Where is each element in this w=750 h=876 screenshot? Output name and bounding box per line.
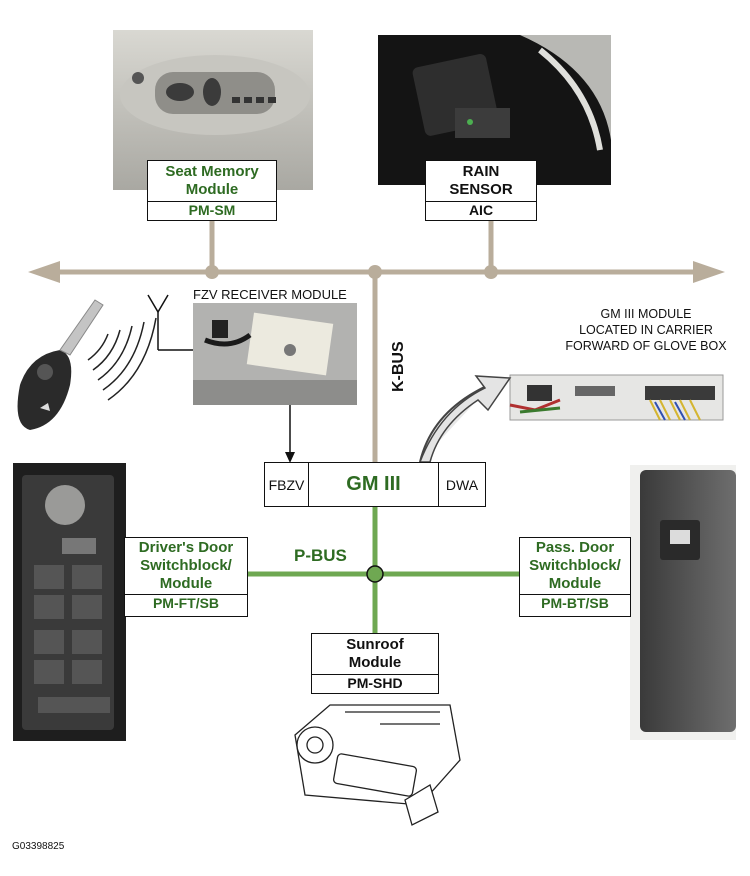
gm3-location-line2: LOCATED IN CARRIER xyxy=(579,323,713,337)
rain-sensor-code: AIC xyxy=(468,202,494,218)
seat-memory-code: PM-SM xyxy=(188,202,236,218)
drivers-door-code: PM-FT/SB xyxy=(152,595,220,611)
curved-arrow-icon xyxy=(418,375,512,463)
drivers-door-line1: Driver's Door xyxy=(138,539,234,556)
key-fob-icon xyxy=(17,299,104,430)
gm3-fbzv: FBZV xyxy=(265,463,309,506)
pass-door-code: PM-BT/SB xyxy=(541,595,609,611)
pbus-lines xyxy=(248,505,520,636)
seat-memory-line2: Module xyxy=(185,181,239,198)
fzv-receiver-label: FZV RECEIVER MODULE xyxy=(193,287,347,302)
drivers-door-line3: Module xyxy=(159,575,213,592)
kbus-node-gm xyxy=(368,265,382,279)
gm3-dwa: DWA xyxy=(438,463,485,506)
pbus-label: P-BUS xyxy=(294,546,347,565)
figure-id: G03398825 xyxy=(12,841,65,852)
pass-door-photo xyxy=(630,465,736,740)
sunroof-line2: Module xyxy=(348,654,402,671)
pass-door-line1: Pass. Door xyxy=(535,539,615,556)
sunroof-line1: Sunroof xyxy=(346,636,404,653)
seat-memory-photo xyxy=(113,30,313,190)
gm3-title: GM III xyxy=(346,473,401,495)
signal-waves xyxy=(87,317,157,401)
pbus-node xyxy=(366,565,384,583)
seat-memory-line1: Seat Memory xyxy=(165,163,259,180)
gm3-location-line1: GM III MODULE xyxy=(600,307,692,321)
rain-sensor-line1: RAIN xyxy=(462,163,500,180)
drivers-door-photo xyxy=(13,463,126,741)
sunroof-code: PM-SHD xyxy=(347,675,403,691)
gm3-photo xyxy=(509,374,724,421)
seat-memory-module-box: Seat Memory Module PM-SM xyxy=(147,160,277,221)
rain-sensor-box: RAIN SENSOR AIC xyxy=(425,160,537,221)
pass-door-line2: Switchblock/ xyxy=(529,557,621,574)
kbus-node-seat xyxy=(205,265,219,279)
gm3-location-text: GM III MODULE LOCATED IN CARRIER FORWARD… xyxy=(546,306,746,354)
kbus-label: K-BUS xyxy=(390,341,407,392)
sunroof-motor-drawing xyxy=(294,704,461,826)
fzv-receiver-photo xyxy=(193,303,357,405)
pass-door-box: Pass. Door Switchblock/ Module PM-BT/SB xyxy=(519,537,631,617)
receiver-to-gm-arrow xyxy=(285,405,295,463)
drivers-door-line2: Switchblock/ xyxy=(140,557,232,574)
kbus-node-rain xyxy=(484,265,498,279)
gm3-box: FBZV GM III DWA xyxy=(264,462,486,507)
sunroof-box: Sunroof Module PM-SHD xyxy=(311,633,439,694)
rain-sensor-line2: SENSOR xyxy=(449,181,513,198)
gm3-location-line3: FORWARD OF GLOVE BOX xyxy=(565,339,727,353)
pass-door-line3: Module xyxy=(548,575,602,592)
drivers-door-box: Driver's Door Switchblock/ Module PM-FT/… xyxy=(124,537,248,617)
